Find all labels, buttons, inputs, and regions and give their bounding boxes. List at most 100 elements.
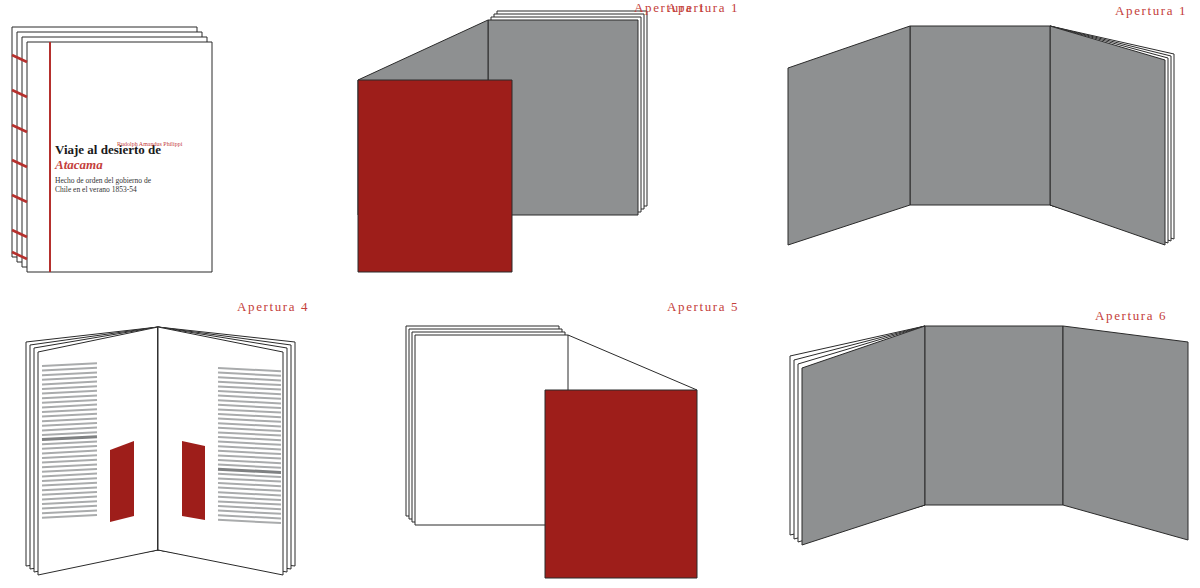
text-line (42, 515, 97, 518)
text-line (218, 442, 281, 445)
triptych (790, 326, 1188, 545)
author-name: Rudolph Amandus Philippi (117, 141, 207, 148)
text-line (42, 487, 97, 490)
text-line (218, 373, 281, 376)
text-line (42, 363, 97, 366)
text-line (218, 511, 281, 514)
text-line (218, 368, 281, 371)
text-line (42, 474, 97, 477)
gray-page (925, 326, 1063, 505)
text-line (42, 464, 97, 467)
text-line (218, 501, 281, 504)
triptych (788, 26, 1174, 245)
title-accent: Atacama (55, 157, 103, 172)
text-line (42, 501, 97, 504)
book-cover-text: Viaje al desierto de AtacamaRudolph Aman… (27, 42, 212, 272)
text-line (42, 395, 97, 398)
text-line (218, 419, 281, 422)
left-page (38, 327, 158, 575)
text-line (218, 515, 281, 518)
gray-page (788, 26, 910, 245)
open-spread (26, 327, 295, 575)
text-line (42, 400, 97, 403)
text-line (218, 432, 281, 435)
text-line (218, 451, 281, 454)
gray-page (910, 26, 1050, 205)
subtitle: Hecho de orden del gobierno de Chile en … (55, 176, 167, 194)
text-line (42, 441, 97, 444)
text-line (218, 460, 281, 463)
text-line (42, 446, 97, 449)
text-line (42, 483, 97, 486)
text-line (218, 455, 281, 458)
opening-label: Apertura 1 (667, 0, 739, 16)
text-line (218, 391, 281, 394)
text-line (42, 432, 97, 435)
opening-label: Apertura 5 (667, 299, 739, 315)
text-line (42, 372, 97, 375)
text-line (42, 437, 97, 440)
red-cover (545, 390, 697, 578)
text-line (42, 418, 97, 421)
text-line (218, 423, 281, 426)
text-line (42, 497, 97, 500)
text-lines (42, 363, 281, 523)
text-line (42, 391, 97, 394)
gray-page (802, 326, 925, 545)
text-line (218, 506, 281, 509)
text-line (218, 405, 281, 408)
text-line (42, 414, 97, 417)
text-line (218, 386, 281, 389)
stitch-line (49, 42, 51, 272)
text-line (42, 386, 97, 389)
text-line (42, 377, 97, 380)
text-line (218, 465, 281, 468)
opening-label: Apertura 6 (1095, 308, 1167, 324)
text-line (218, 520, 281, 523)
text-line (218, 492, 281, 495)
book-cover (27, 42, 212, 272)
text-line (42, 478, 97, 481)
text-line (218, 377, 281, 380)
opening-label: Apertura 4 (237, 299, 309, 315)
text-line (218, 483, 281, 486)
text-line (42, 382, 97, 385)
red-image (110, 441, 134, 522)
text-line (42, 405, 97, 408)
text-line (42, 506, 97, 509)
text-line (218, 437, 281, 440)
text-line (218, 446, 281, 449)
text-line (218, 414, 281, 417)
text-line (42, 409, 97, 412)
text-line (218, 488, 281, 491)
text-line (218, 400, 281, 403)
text-line (218, 428, 281, 431)
closed-book (12, 27, 212, 272)
text-line (218, 396, 281, 399)
text-line (218, 409, 281, 412)
text-line (42, 368, 97, 371)
text-line (42, 469, 97, 472)
text-line (218, 382, 281, 385)
red-image (182, 441, 205, 520)
gray-page (1050, 26, 1165, 245)
spine-stitches (12, 55, 27, 259)
text-line (42, 460, 97, 463)
text-line (218, 478, 281, 481)
opening-cover (358, 11, 647, 272)
text-line (42, 455, 97, 458)
text-line (42, 451, 97, 454)
red-cover (358, 80, 512, 272)
text-line (218, 474, 281, 477)
fold-line (568, 335, 697, 390)
text-line (42, 428, 97, 431)
right-page (158, 327, 283, 575)
text-line (218, 469, 281, 472)
opening-label: Apertura 1 (1115, 3, 1187, 19)
text-line (42, 492, 97, 495)
gray-page (1063, 326, 1188, 540)
text-line (42, 423, 97, 426)
closing-cover (406, 326, 697, 578)
